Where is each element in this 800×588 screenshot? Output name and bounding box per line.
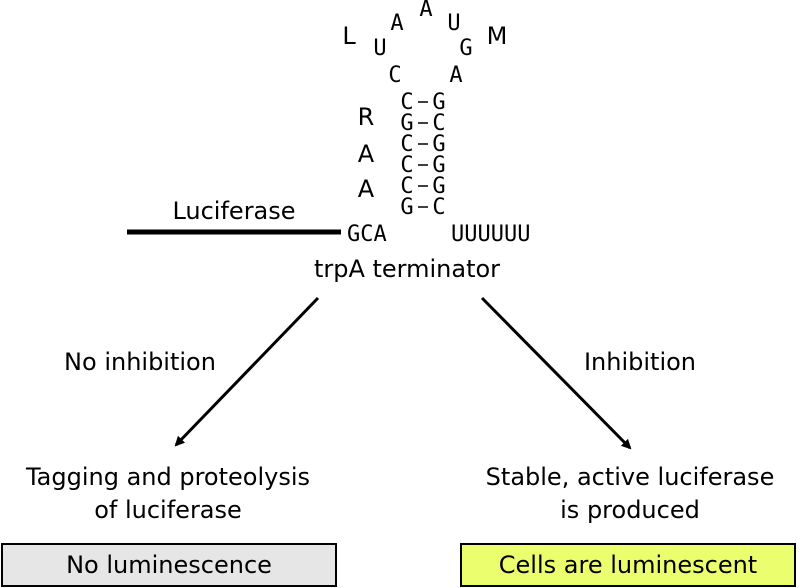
- loop-base: A: [449, 63, 462, 88]
- loop-base: G: [459, 36, 472, 61]
- no-luminescence-box: [1, 543, 337, 587]
- stem-right-base: G: [432, 174, 445, 199]
- right-branch-arrow: [480, 296, 632, 450]
- terminator-label: trpA terminator: [314, 255, 500, 283]
- stem-right-base: C: [432, 111, 445, 136]
- luminescent-box: [460, 543, 796, 587]
- no-luminescence-label: No luminescence: [66, 551, 272, 579]
- stem-right-base: G: [432, 132, 445, 157]
- stem-left-base: G: [400, 111, 413, 136]
- no-inhibition-label: No inhibition: [64, 348, 216, 376]
- stem-left-base: C: [400, 90, 413, 115]
- loop-base: U: [373, 36, 386, 61]
- stem-left-base: G: [400, 195, 413, 220]
- peptide-letter: R: [358, 103, 375, 131]
- left-outcome-line-2: of luciferase: [94, 496, 242, 524]
- right-outcome-line-1: Stable, active luciferase: [486, 463, 775, 491]
- stem-left-base: C: [400, 174, 413, 199]
- inhibition-label: Inhibition: [584, 348, 696, 376]
- stem-right-base: G: [432, 153, 445, 178]
- luminescent-label: Cells are luminescent: [499, 551, 757, 579]
- left-base-sequence: GCA: [347, 222, 387, 247]
- peptide-letter: A: [358, 140, 375, 168]
- left-branch-arrow: [174, 296, 320, 447]
- loop-base: A: [390, 11, 403, 36]
- left-outcome-line-1: Tagging and proteolysis: [25, 463, 310, 491]
- loop-base: A: [419, 0, 432, 22]
- loop-base: C: [388, 63, 401, 88]
- right-outcome-line-2: is produced: [560, 496, 700, 524]
- stem-left-row-1: C: [400, 90, 413, 115]
- stem-right-base: G: [432, 90, 445, 115]
- loop-base: U: [447, 11, 460, 36]
- stem-left-base: C: [400, 153, 413, 178]
- stem-right-base: C: [432, 195, 445, 220]
- peptide-letter: L: [342, 22, 356, 50]
- stem-left-base: C: [400, 132, 413, 157]
- poly-u-tail: UUUUUU: [451, 222, 530, 247]
- peptide-letter: A: [358, 175, 375, 203]
- peptide-letter: M: [487, 22, 508, 50]
- luciferase-label: Luciferase: [172, 197, 295, 225]
